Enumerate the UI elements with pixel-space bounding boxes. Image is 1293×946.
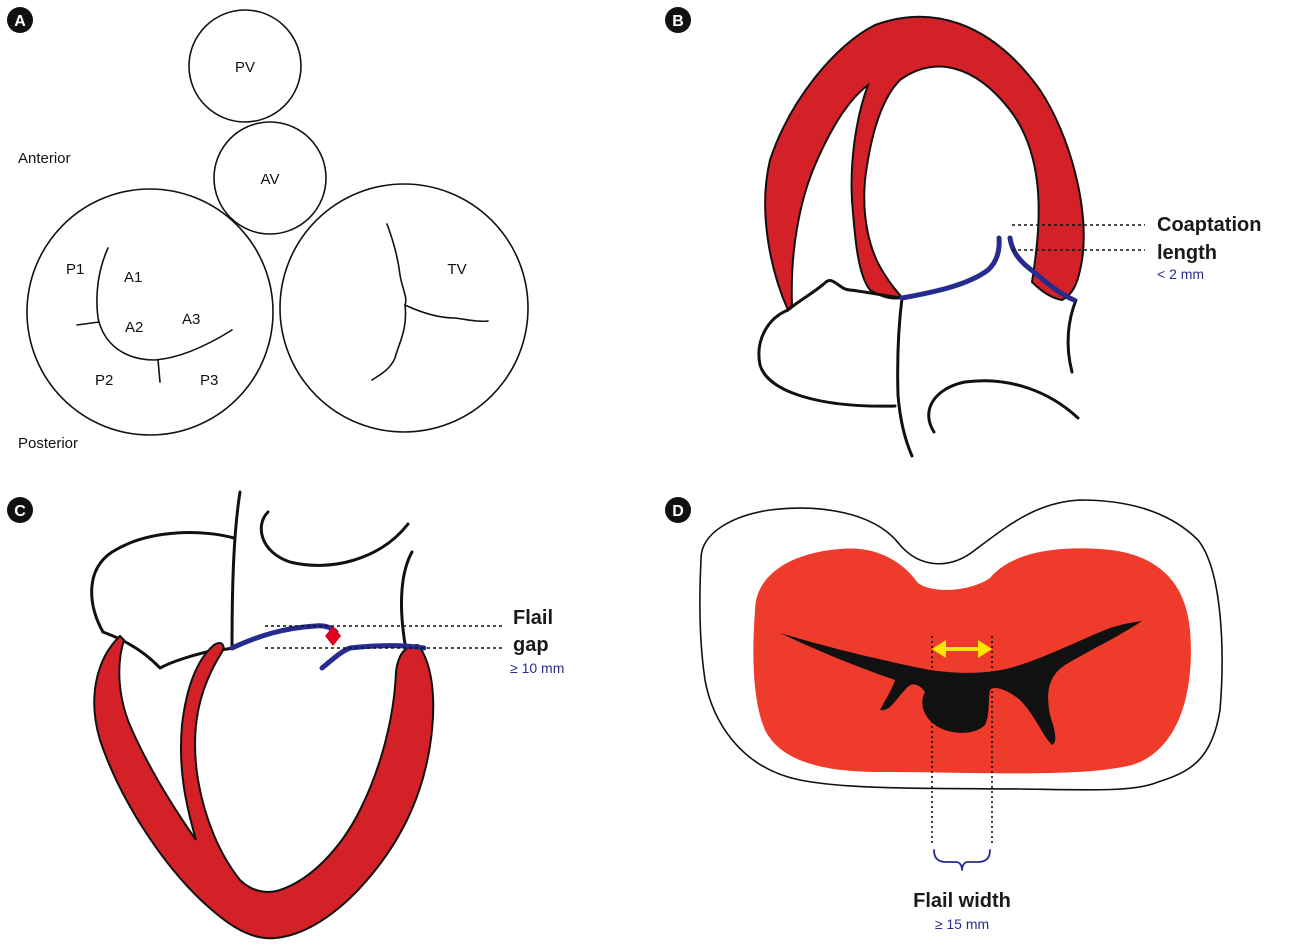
coaptation-label-line1: Coaptation <box>1157 214 1261 236</box>
left-atrium-outline <box>759 310 895 406</box>
septum-line-c <box>232 492 240 648</box>
scallop-a1-label: A1 <box>124 269 142 286</box>
mitral-valve-circle <box>27 189 273 435</box>
flail-width-label: Flail width <box>913 890 1011 912</box>
left-ventricle-outer-wall <box>765 17 1084 310</box>
panel-a-badge-letter: A <box>14 13 26 30</box>
flail-leaflet-upper <box>232 626 336 648</box>
posterior-label: Posterior <box>18 435 78 452</box>
panel-d: D Flail width ≥ 15 mm <box>665 497 1222 932</box>
panel-c: C Flail gap ≥ 10 mm <box>7 492 564 938</box>
scallop-p3-label: P3 <box>200 372 218 389</box>
aorta-root-curve <box>929 381 1078 432</box>
flail-gap-label-line1: Flail <box>513 607 553 629</box>
flail-width-brace <box>934 850 990 870</box>
scallop-p1-label: P1 <box>66 261 84 278</box>
panel-b-badge-letter: B <box>672 13 684 30</box>
septum-line <box>898 298 912 456</box>
lateral-wall-upper-c <box>401 552 412 644</box>
scallop-a3-label: A3 <box>182 311 200 328</box>
lateral-wall-lower <box>1068 300 1076 372</box>
aorta-root-curve-c <box>261 512 408 565</box>
tricuspid-valve-circle <box>280 184 528 432</box>
panel-b: B Coaptation length < 2 mm <box>665 7 1261 456</box>
anterior-label: Anterior <box>18 150 71 167</box>
left-atrium-outline-c <box>92 533 234 632</box>
flail-gap-label-line2: gap <box>513 634 549 656</box>
panel-d-badge-letter: D <box>672 503 684 520</box>
tv-label: TV <box>447 261 466 278</box>
panel-c-badge-letter: C <box>14 503 26 520</box>
panel-a: A Anterior Posterior PV AV P1 A1 A2 A3 P… <box>7 7 528 452</box>
scallop-a2-label: A2 <box>125 319 143 336</box>
anterior-mitral-leaflet <box>902 238 999 298</box>
flail-width-threshold: ≥ 15 mm <box>935 916 989 932</box>
scallop-p2-label: P2 <box>95 372 113 389</box>
av-label: AV <box>261 171 280 188</box>
coaptation-label-line2: length <box>1157 242 1217 264</box>
flail-gap-threshold: ≥ 10 mm <box>510 660 564 676</box>
pv-label: PV <box>235 59 255 76</box>
ventricle-myocardium-c <box>94 636 433 938</box>
coaptation-threshold: < 2 mm <box>1157 266 1204 282</box>
